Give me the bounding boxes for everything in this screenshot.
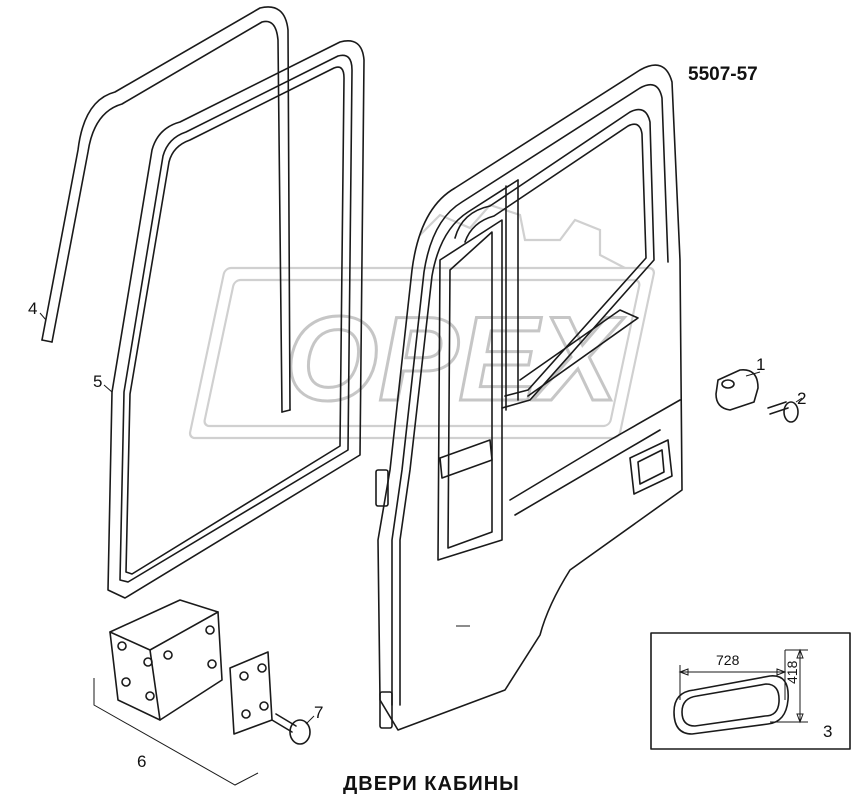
- drawing-code: 5507-57: [688, 64, 758, 85]
- part-1-bracket: [715, 369, 759, 411]
- callout-4: 4: [28, 299, 37, 318]
- watermark-text: OPEX: [285, 292, 625, 426]
- part-6-hinge-plates: [93, 599, 273, 786]
- part-2-bolt: [767, 401, 799, 423]
- dimension-width: 728: [716, 652, 740, 668]
- callout-5: 5: [93, 372, 102, 391]
- leader-1: [745, 371, 761, 377]
- leader-4: [39, 312, 47, 321]
- watermark-logo: OPEX: [188, 203, 656, 440]
- callout-2: 2: [797, 389, 806, 408]
- drawing-title: ДВЕРИ КАБИНЫ: [343, 773, 520, 795]
- cab-door-panel: [375, 64, 683, 731]
- part-7-bolt: [271, 713, 311, 745]
- callout-6: 6: [137, 752, 146, 771]
- callout-1: 1: [756, 355, 765, 374]
- detail-3-box: [650, 632, 851, 750]
- part-4-window-channel-seal: [41, 6, 291, 413]
- leader-2: [795, 397, 803, 403]
- dimension-height: 418: [784, 660, 800, 684]
- leader-5: [103, 384, 113, 393]
- callout-3: 3: [823, 722, 832, 741]
- callout-7: 7: [314, 703, 323, 722]
- leader-7: [305, 715, 315, 725]
- part-5-window-frame-seal: [107, 40, 365, 599]
